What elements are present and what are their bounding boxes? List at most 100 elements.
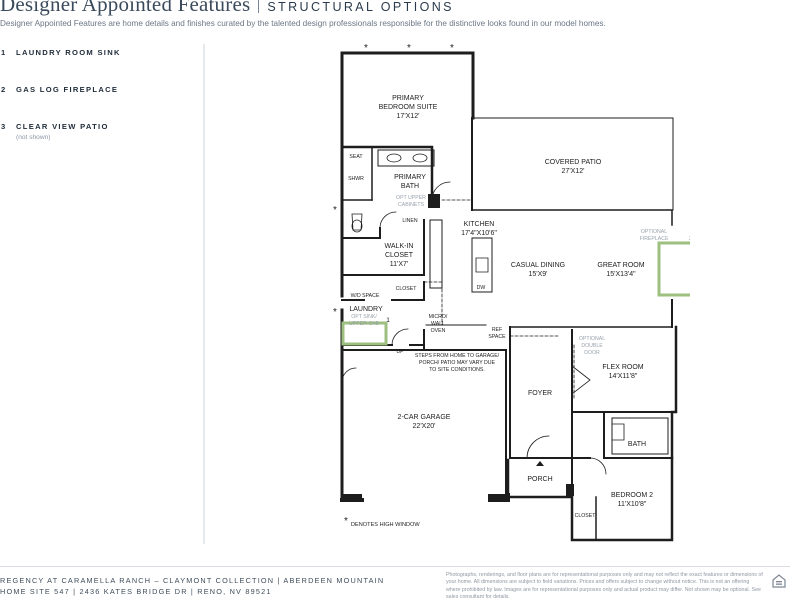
interior-wall bbox=[423, 349, 507, 498]
wall-column bbox=[566, 484, 574, 496]
label-ref-space: SPACE bbox=[488, 334, 506, 340]
page-header: Designer Appointed Features STRUCTURAL OP… bbox=[0, 0, 454, 18]
vanity bbox=[377, 149, 435, 167]
label-steps-note: PORCH/ PATIO MAY VARY DUE bbox=[419, 360, 496, 366]
entry-arrow-icon bbox=[536, 461, 544, 466]
high-window-marker: * bbox=[450, 43, 454, 54]
feature-item-laundry-sink: 1 LAUNDRY ROOM SINK bbox=[0, 46, 200, 83]
page-title: Designer Appointed Features bbox=[0, 0, 251, 16]
equal-housing-icon bbox=[772, 574, 786, 588]
label-optional-fireplace: FIREPLACE bbox=[640, 236, 669, 242]
room-size-walk-in-closet: 11'X7' bbox=[390, 261, 409, 268]
label-optional-door: DOOR bbox=[584, 350, 600, 356]
label-wd-space: W/D SPACE bbox=[351, 293, 380, 299]
kitchen-island bbox=[471, 237, 493, 293]
door-swing bbox=[589, 457, 607, 475]
high-window-marker: * bbox=[407, 43, 411, 54]
label-optional-door: OPTIONAL bbox=[579, 336, 605, 342]
footer-disclaimer: Photographs, renderings, and floor plans… bbox=[446, 572, 763, 601]
label-opt-upper-cabinets: CABINETS bbox=[398, 202, 424, 208]
room-size-covered-patio: 27'X12' bbox=[562, 168, 585, 175]
room-label-walk-in-closet: CLOSET bbox=[385, 252, 414, 259]
room-label-primary-suite: BEDROOM SUITE bbox=[379, 104, 438, 111]
room-size-great-room: 15'X13'4" bbox=[606, 271, 636, 278]
room-label-flex-room: FLEX ROOM bbox=[602, 364, 643, 371]
door-swing bbox=[526, 435, 550, 459]
label-steps-note: TO SITE CONDITIONS. bbox=[429, 367, 485, 373]
room-size-casual-dining: 15'X9' bbox=[528, 271, 547, 278]
room-label-walk-in-closet: WALK-IN bbox=[385, 243, 414, 250]
feature-number: 3 bbox=[1, 122, 6, 131]
exterior-wall bbox=[471, 209, 673, 226]
door-swing bbox=[379, 211, 397, 229]
high-window-marker: * bbox=[344, 516, 348, 527]
kitchen-counter bbox=[429, 219, 443, 289]
exterior-wall bbox=[506, 456, 674, 542]
laundry-sink-highlight bbox=[341, 321, 388, 346]
interior-wall bbox=[603, 411, 673, 459]
option-marker-2: 2 bbox=[689, 235, 690, 242]
interior-wall bbox=[341, 219, 425, 276]
feature-item-patio: 3 CLEAR VIEW PATIO (not shown) bbox=[0, 120, 200, 157]
label-opt-sink: UPPER CAB bbox=[349, 321, 380, 327]
label-closet: CLOSET bbox=[396, 286, 418, 292]
column-divider bbox=[203, 44, 205, 544]
exterior-wall bbox=[670, 325, 678, 460]
door-swing bbox=[391, 328, 409, 346]
feature-item-fireplace: 2 GAS LOG FIREPLACE bbox=[0, 83, 200, 120]
wall-column bbox=[342, 494, 362, 502]
label-optional-door: DOUBLE bbox=[581, 343, 603, 349]
label-optional-fireplace: OPTIONAL bbox=[641, 229, 667, 235]
page-subtitle: STRUCTURAL OPTIONS bbox=[267, 0, 454, 14]
feature-label: CLEAR VIEW PATIO bbox=[16, 122, 109, 131]
option-marker-1: 1 bbox=[386, 317, 390, 324]
label-closet-bedroom2: CLOSET bbox=[575, 513, 597, 519]
feature-number: 1 bbox=[1, 48, 6, 57]
high-window-legend: DENOTES HIGH WINDOW bbox=[351, 522, 420, 528]
room-size-garage: 22'X20' bbox=[413, 423, 436, 430]
fireplace-highlight bbox=[657, 241, 690, 297]
island-sink bbox=[475, 257, 489, 273]
room-label-primary-bath: PRIMARY bbox=[394, 174, 426, 181]
label-seat: SEAT bbox=[349, 154, 363, 160]
label-micro: OVEN bbox=[431, 328, 446, 334]
door-swing bbox=[571, 365, 591, 395]
page-description: Designer Appointed Features are home det… bbox=[0, 19, 606, 28]
interior-wall bbox=[341, 227, 381, 239]
room-size-flex-room: 14'X11'8" bbox=[609, 373, 638, 380]
room-label-foyer: FOYER bbox=[528, 390, 552, 397]
footer-community: REGENCY AT CARAMELLA RANCH – CLAYMONT CO… bbox=[0, 576, 385, 585]
feature-label: GAS LOG FIREPLACE bbox=[16, 85, 119, 94]
label-up: UP bbox=[396, 349, 404, 355]
door-swing bbox=[341, 367, 357, 383]
label-micro: WALL bbox=[431, 321, 445, 327]
room-label-primary-suite: PRIMARY bbox=[392, 95, 424, 102]
label-opt-upper-cabinets: OPT UPPER bbox=[396, 195, 426, 201]
room-size-primary-suite: 17'X12' bbox=[397, 113, 420, 120]
high-window-marker: * bbox=[333, 307, 337, 318]
patio-outline bbox=[472, 117, 674, 211]
wall-column bbox=[488, 494, 508, 502]
room-label-bedroom-2: BEDROOM 2 bbox=[611, 492, 653, 499]
dashed-outline bbox=[423, 199, 561, 337]
room-size-bedroom-2: 11'X10'8" bbox=[618, 501, 647, 508]
feature-number: 2 bbox=[1, 85, 6, 94]
room-label-bath: BATH bbox=[628, 441, 646, 448]
room-label-primary-bath: BATH bbox=[401, 183, 419, 190]
toilet-bowl bbox=[351, 219, 363, 233]
label-dw: DW bbox=[477, 285, 486, 291]
label-opt-sink: OPT SINK/ bbox=[351, 314, 377, 320]
room-label-garage: 2-CAR GARAGE bbox=[398, 414, 451, 421]
high-window-marker: * bbox=[364, 43, 368, 54]
room-label-laundry: LAUNDRY bbox=[349, 306, 383, 313]
room-label-kitchen: KITCHEN bbox=[464, 221, 495, 228]
label-linen: LINEN bbox=[402, 218, 418, 224]
exterior-wall bbox=[340, 51, 475, 120]
tub bbox=[611, 417, 669, 455]
wall-column bbox=[428, 194, 440, 208]
feature-label: LAUNDRY ROOM SINK bbox=[16, 48, 121, 57]
footer-address: HOME SITE 547 | 2436 KATES BRIDGE DR | R… bbox=[0, 587, 272, 596]
toilet-bath2 bbox=[611, 423, 625, 441]
title-divider bbox=[258, 0, 260, 13]
room-label-porch: PORCH bbox=[527, 476, 552, 483]
